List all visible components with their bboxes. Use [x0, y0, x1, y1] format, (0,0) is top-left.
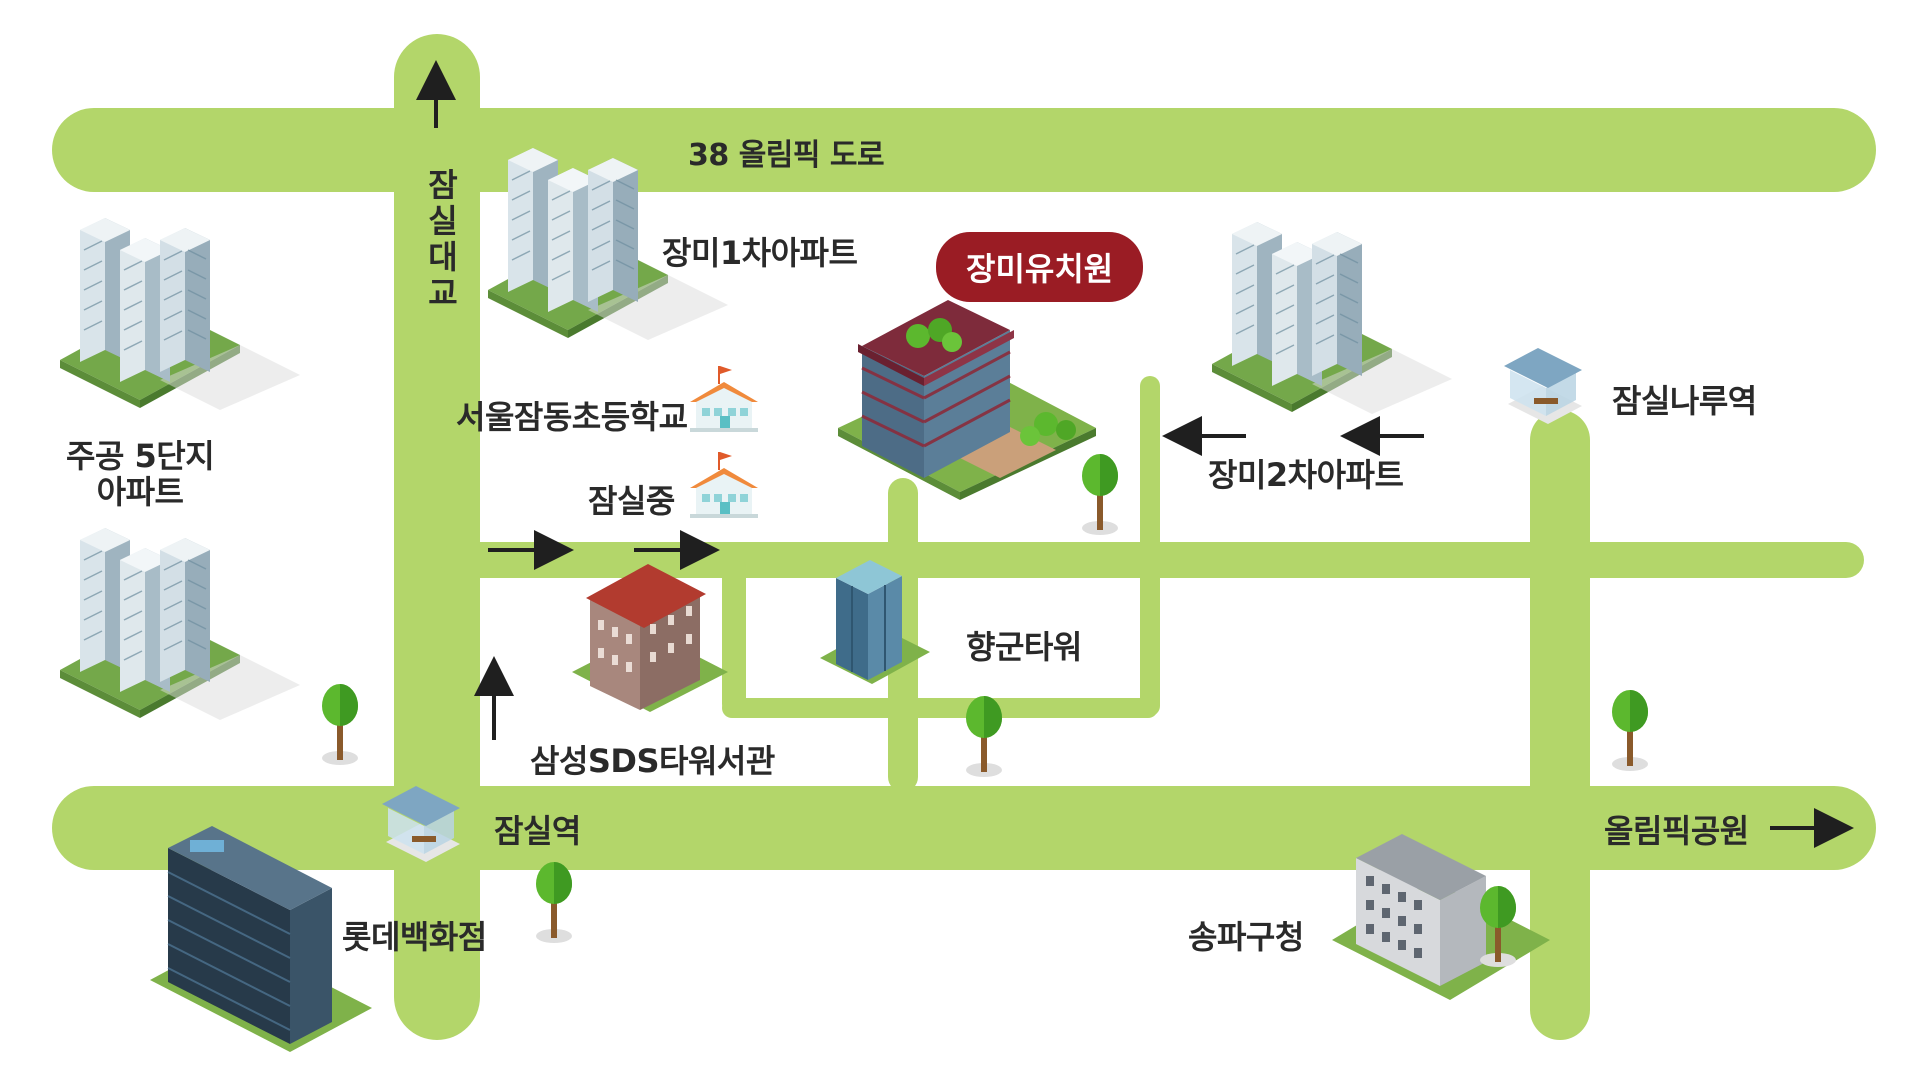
tree-icon [1082, 454, 1118, 535]
apartment-icon [59, 527, 301, 721]
apartment-icon [1211, 221, 1453, 415]
middle-school-label[interactable]: 잠실중 [588, 482, 675, 520]
glass-tower-icon [820, 560, 930, 684]
olympic-park-label[interactable]: 올림픽공원 [1604, 812, 1749, 850]
jamsil-bridge-label: 잠실대교 [422, 168, 460, 312]
jangmi2-apartment-label[interactable]: 장미2차아파트 [1208, 456, 1404, 494]
olympic-road-label: 38 올림픽 도로 [688, 138, 885, 173]
jangmi1-apartment-label[interactable]: 장미1차아파트 [662, 234, 858, 272]
jamsil-naru-station-label[interactable]: 잠실나루역 [1612, 382, 1757, 420]
brick-building-icon [572, 564, 728, 712]
lotte-department-store-label[interactable]: 롯데백화점 [342, 918, 487, 956]
destination-badge[interactable]: 장미유치원 [936, 232, 1144, 302]
tree-icon [536, 862, 572, 943]
school-icon [690, 452, 758, 518]
school-icon [690, 366, 758, 432]
kindergarten-building-icon [838, 300, 1096, 500]
jamsil-station-label[interactable]: 잠실역 [494, 812, 581, 850]
jugong5-apartment-label[interactable]: 주공 5단지 아파트 [66, 437, 215, 511]
songpa-office-label[interactable]: 송파구청 [1188, 918, 1304, 956]
hyanggun-tower-label[interactable]: 향군타워 [966, 628, 1082, 666]
apartment-icon [59, 217, 301, 411]
tree-icon [966, 696, 1002, 777]
elementary-school-label[interactable]: 서울잠동초등학교 [456, 398, 688, 436]
tree-icon [1612, 690, 1648, 771]
direction-arrow-icon [416, 60, 1854, 848]
samsung-sds-label[interactable]: 삼성SDS타워서관 [530, 742, 775, 780]
tree-icon [322, 684, 358, 765]
office-block-icon [1332, 834, 1550, 1000]
office-tower-icon [150, 826, 372, 1052]
